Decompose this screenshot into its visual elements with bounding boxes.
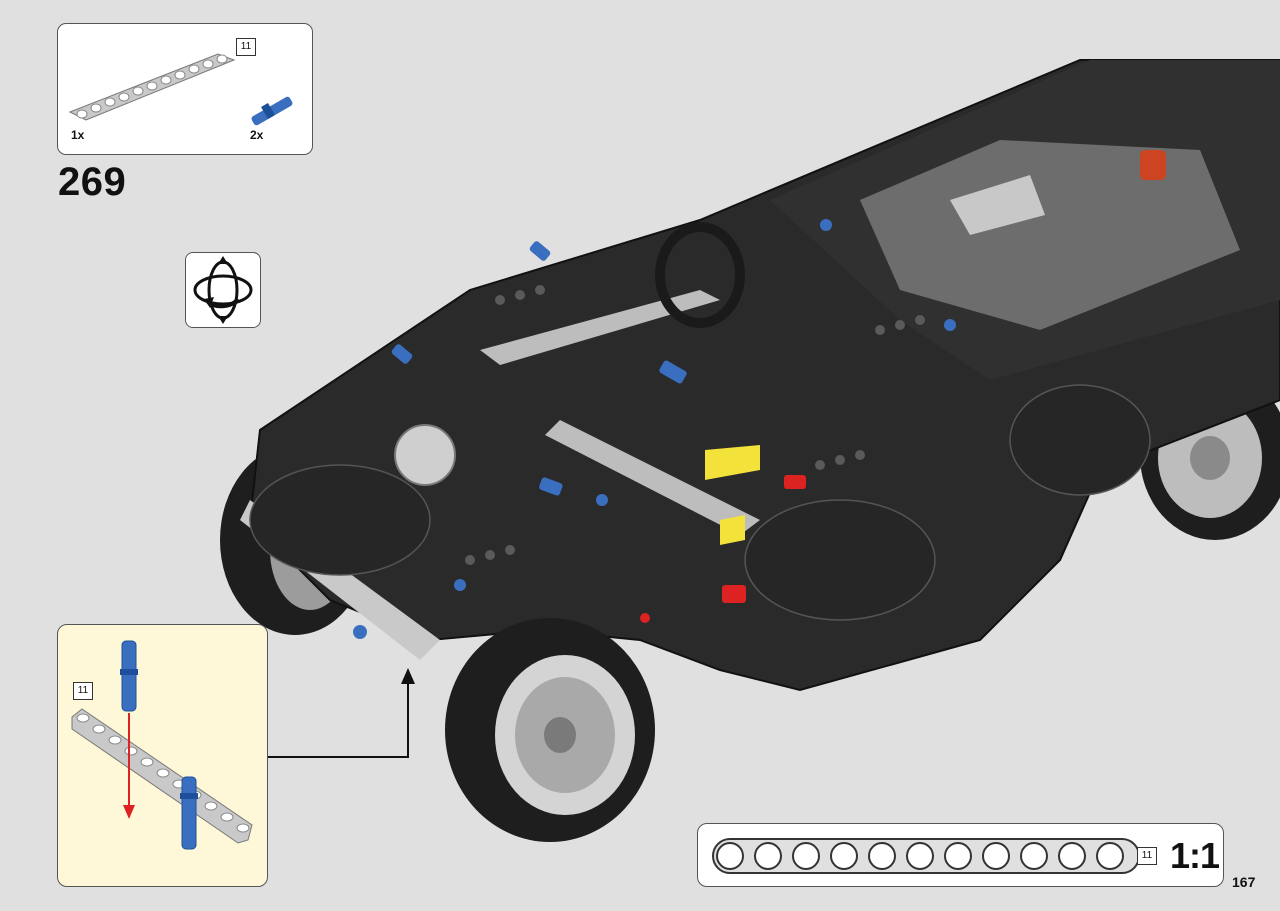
scale-guide-box: 11 (697, 823, 1224, 887)
rotate-model-box (185, 252, 261, 328)
pin-insert-icon (120, 640, 138, 712)
beam-scale-icon (712, 838, 1140, 874)
step-number: 269 (58, 160, 127, 204)
sub-beam-icon (71, 708, 253, 844)
beam-quantity: 1x (71, 128, 85, 142)
page-number: 167 (1232, 874, 1256, 890)
callout-pointer (268, 668, 415, 758)
beam-11-icon (68, 53, 236, 121)
scale-length-tag: 11 (1137, 847, 1157, 865)
scale-label: 1:1 (1170, 835, 1220, 876)
sub-assembly-box: 11 (57, 624, 268, 887)
parts-list-graphics (68, 53, 293, 126)
car-body (240, 59, 1280, 692)
front-right-wheel (445, 618, 655, 842)
sub-beam-length-tag: 11 (73, 682, 93, 700)
rotate-model-icon (193, 256, 253, 324)
blue-pin-icon (251, 96, 293, 126)
parts-list-box: 11 1x 2x (57, 23, 313, 155)
insert-arrow-icon (123, 713, 135, 819)
sub-assembly-graphics (71, 640, 253, 850)
installed-pin-icon (180, 776, 198, 850)
pin-quantity: 2x (250, 128, 264, 142)
beam-length-tag: 11 (236, 38, 256, 56)
